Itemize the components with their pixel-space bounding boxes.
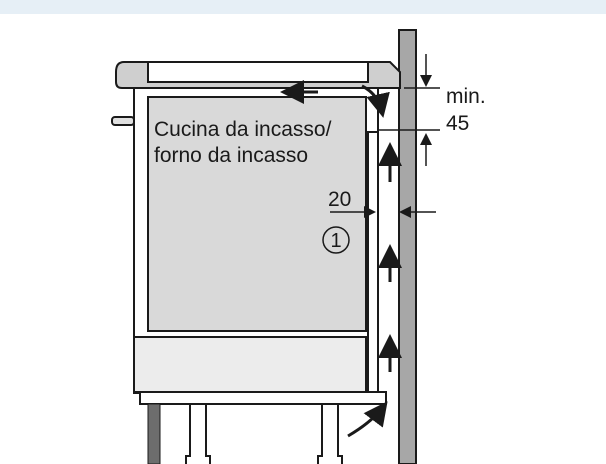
min-value-label: 45	[446, 112, 469, 135]
foot-right	[317, 404, 343, 464]
plinth	[139, 391, 387, 405]
callout-circle	[322, 226, 350, 254]
header-band	[0, 0, 606, 14]
cooktop	[147, 61, 369, 83]
foot-left	[185, 404, 211, 464]
cabinet-back-panel	[367, 131, 379, 394]
cabinet-bottom-panel	[133, 336, 367, 393]
oven-handle	[111, 116, 135, 126]
appliance-oven	[147, 96, 367, 332]
wall	[398, 29, 417, 464]
airflow-curve-bottom	[347, 401, 388, 438]
min-label: min.	[446, 85, 486, 108]
callout-number: 1	[330, 230, 341, 252]
appliance-label-line1: Cucina da incasso/	[154, 118, 332, 141]
gap-value-label: 20	[328, 188, 351, 211]
left-leg	[147, 403, 161, 464]
appliance-label-line2: forno da incasso	[154, 144, 308, 167]
airflow-curve-top	[361, 84, 390, 118]
